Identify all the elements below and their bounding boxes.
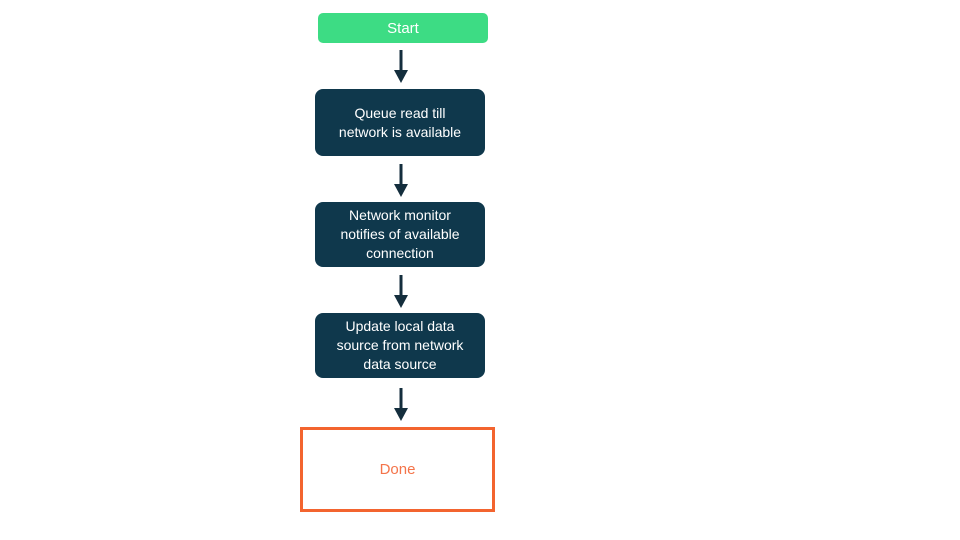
flow-node-network-monitor: Network monitor notifies of available co…	[315, 202, 485, 267]
flow-arrow-down-icon	[394, 164, 408, 197]
flow-arrow-down-icon	[394, 50, 408, 83]
flow-node-queue-read: Queue read till network is available	[315, 89, 485, 156]
flow-node-update-local: Update local data source from network da…	[315, 313, 485, 378]
flow-node-done: Done	[300, 427, 495, 512]
flow-arrow-down-icon	[394, 388, 408, 421]
flow-node-start: Start	[318, 13, 488, 43]
flow-arrow-down-icon	[394, 275, 408, 308]
